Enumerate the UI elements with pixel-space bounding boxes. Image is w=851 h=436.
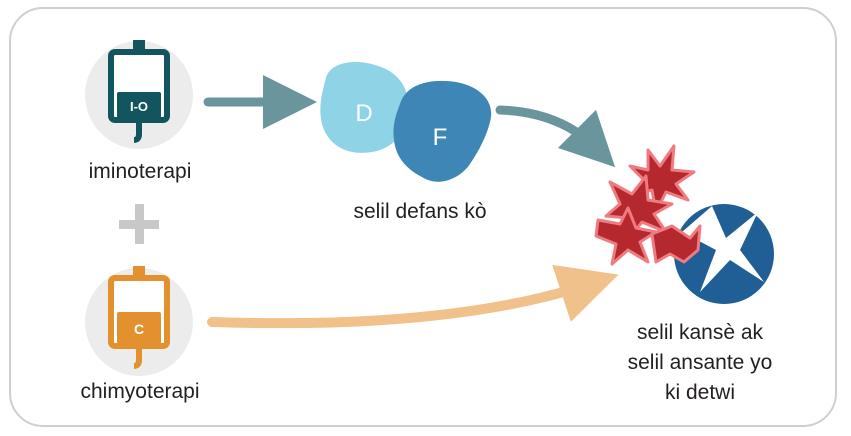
immunotherapy-label: iminoterapi <box>88 160 192 183</box>
cell-d-text: D <box>355 100 372 127</box>
immuno-bag-text: I-O <box>130 99 148 114</box>
arrow-cells-to-result <box>495 105 616 168</box>
result-line-2: selil ansante yo <box>627 351 773 374</box>
chemotherapy-label: chimyoterapi <box>80 380 200 403</box>
result-label: selil kansè ak selil ansante yo ki detwi <box>600 318 800 408</box>
cell-d-shape <box>320 62 409 153</box>
plus-icon <box>119 204 159 244</box>
immunotherapy-bag-icon: I-O <box>85 40 193 149</box>
defense-cells-label: selil defans kò <box>353 200 487 223</box>
defense-cells-icon: D F <box>320 62 492 182</box>
destroyed-cancer-cells-icon <box>594 144 702 266</box>
cell-f-shape <box>393 80 492 182</box>
chemo-bag-text: C <box>134 321 144 337</box>
result-line-3: ki detwi <box>664 381 736 404</box>
result-line-1: selil kansè ak <box>636 321 764 344</box>
cell-f-text: F <box>433 124 448 151</box>
chemotherapy-bag-icon: C <box>85 266 193 376</box>
arrow-chemo-to-result <box>207 264 619 329</box>
